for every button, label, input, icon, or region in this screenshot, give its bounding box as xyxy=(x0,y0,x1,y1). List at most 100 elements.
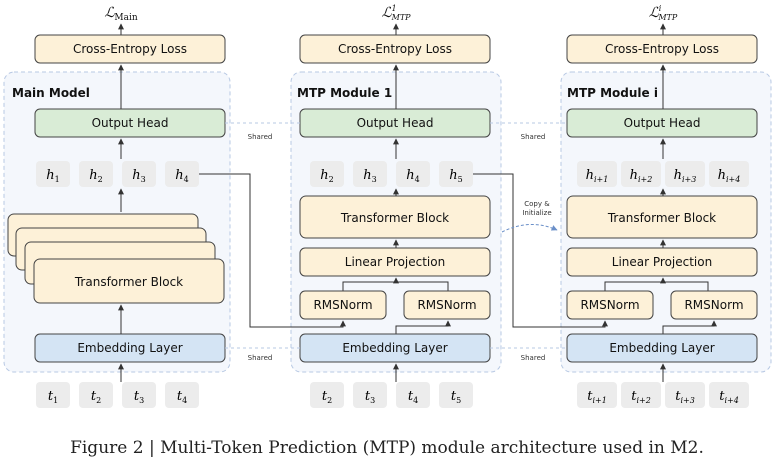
mtp-module-i-title: MTP Module i xyxy=(567,86,658,100)
hidden-state-label: h4 xyxy=(175,168,188,184)
hidden-states-mtp1: h2 h3 h4 h5 xyxy=(310,161,473,187)
input-token xyxy=(396,382,430,408)
figure-caption: Figure 2 | Multi-Token Prediction (MTP) … xyxy=(70,438,704,458)
hidden-state-label: hi+4 xyxy=(718,168,741,184)
input-token-label: t1 xyxy=(48,389,58,405)
hidden-state-token xyxy=(577,161,617,187)
hidden-state-token xyxy=(621,161,661,187)
hidden-state-token xyxy=(165,161,199,187)
input-tokens-main: t1 t2 t3 t4 xyxy=(36,382,199,408)
hidden-state-label: hi+2 xyxy=(630,168,653,184)
mtp-architecture-diagram: Main Model MTP Module 1 MTP Module i ℒMa… xyxy=(3,4,772,408)
rmsnorm-label: RMSNorm xyxy=(684,298,743,312)
input-token xyxy=(165,382,199,408)
shared-label-output: Shared xyxy=(521,133,546,141)
linear-projection-mtpi xyxy=(566,247,758,277)
hidden-state-label: h5 xyxy=(449,168,462,184)
output-head-label: Output Head xyxy=(624,116,701,130)
rmsnorm-label: RMSNorm xyxy=(313,298,372,312)
input-token-label: t3 xyxy=(134,389,144,405)
cross-entropy-loss-mtp1 xyxy=(299,34,491,64)
rmsnorm-left-mtp1 xyxy=(299,290,387,320)
embedding-layer-label: Embedding Layer xyxy=(609,341,714,355)
input-token xyxy=(621,382,661,408)
hidden-state-label: h3 xyxy=(132,168,145,184)
main-model-title: Main Model xyxy=(12,86,90,100)
linear-projection-label: Linear Projection xyxy=(345,255,445,269)
cross-entropy-label: Cross-Entropy Loss xyxy=(73,42,187,56)
input-token xyxy=(709,382,749,408)
cross-entropy-label: Cross-Entropy Loss xyxy=(338,42,452,56)
linear-projection-mtp1 xyxy=(299,247,491,277)
rmsnorm-right-mtp1 xyxy=(403,290,491,320)
hidden-state-label: h2 xyxy=(320,168,333,184)
input-token-label: t2 xyxy=(322,389,332,405)
input-token-label: t2 xyxy=(91,389,101,405)
input-token xyxy=(310,382,344,408)
input-token-label: t5 xyxy=(451,389,461,405)
input-token-label: ti+1 xyxy=(587,389,607,405)
output-head-label: Output Head xyxy=(92,116,169,130)
input-token xyxy=(577,382,617,408)
hidden-states-mtpi: hi+1 hi+2 hi+3 hi+4 xyxy=(577,161,749,187)
transformer-block-label: Transformer Block xyxy=(340,211,449,225)
hidden-state-label: h1 xyxy=(46,168,59,184)
hidden-state-token xyxy=(439,161,473,187)
loss-label-main: ℒMain xyxy=(104,5,138,23)
hidden-state-token xyxy=(396,161,430,187)
input-token-label: t3 xyxy=(365,389,375,405)
rmsnorm-right-mtpi xyxy=(670,290,758,320)
embedding-layer-mtpi xyxy=(566,333,758,363)
shared-label-embedding: Shared xyxy=(521,354,546,362)
hidden-state-label: h2 xyxy=(89,168,102,184)
mtp-module-1-title: MTP Module 1 xyxy=(297,86,392,100)
hidden-state-token xyxy=(122,161,156,187)
linear-projection-label: Linear Projection xyxy=(612,255,712,269)
cross-entropy-loss-mtpi xyxy=(566,34,758,64)
input-token xyxy=(122,382,156,408)
hidden-state-token xyxy=(310,161,344,187)
input-token-label: t4 xyxy=(408,389,418,405)
shared-label-embedding: Shared xyxy=(248,354,273,362)
input-token xyxy=(36,382,70,408)
hidden-state-label: hi+1 xyxy=(586,168,609,184)
transformer-block-mtpi xyxy=(566,195,758,239)
transformer-block-label: Transformer Block xyxy=(74,275,183,289)
rmsnorm-label: RMSNorm xyxy=(580,298,639,312)
input-token-label: ti+4 xyxy=(719,389,739,405)
input-tokens-mtpi: ti+1 ti+2 ti+3 ti+4 xyxy=(577,382,749,408)
hidden-state-token xyxy=(709,161,749,187)
input-token-label: ti+2 xyxy=(631,389,651,405)
input-token-label: t4 xyxy=(177,389,187,405)
hidden-state-label: hi+3 xyxy=(674,168,697,184)
transformer-block-label: Transformer Block xyxy=(607,211,716,225)
hidden-state-label: h4 xyxy=(406,168,419,184)
copy-initialize-label: Copy &Initialize xyxy=(522,200,551,217)
rmsnorm-label: RMSNorm xyxy=(417,298,476,312)
rmsnorm-left-mtpi xyxy=(566,290,654,320)
embedding-layer-label: Embedding Layer xyxy=(77,341,182,355)
cross-entropy-loss-main xyxy=(34,34,226,64)
transformer-block-stack-main: Transformer Block xyxy=(7,213,225,304)
hidden-state-label: h3 xyxy=(363,168,376,184)
shared-label-output: Shared xyxy=(248,133,273,141)
hidden-state-token xyxy=(353,161,387,187)
transformer-block-mtp1 xyxy=(299,195,491,239)
input-token xyxy=(353,382,387,408)
hidden-state-token xyxy=(665,161,705,187)
cross-entropy-label: Cross-Entropy Loss xyxy=(605,42,719,56)
hidden-state-token xyxy=(36,161,70,187)
input-tokens-mtp1: t2 t3 t4 t5 xyxy=(310,382,473,408)
input-token xyxy=(665,382,705,408)
hidden-states-main: h1 h2 h3 h4 xyxy=(36,161,199,187)
embedding-layer-label: Embedding Layer xyxy=(342,341,447,355)
copy-initialize-arrow xyxy=(501,224,558,233)
input-token xyxy=(79,382,113,408)
input-token-label: ti+3 xyxy=(675,389,695,405)
output-head-label: Output Head xyxy=(357,116,434,130)
hidden-state-token xyxy=(79,161,113,187)
output-head-mtpi xyxy=(566,108,758,138)
input-token xyxy=(439,382,473,408)
